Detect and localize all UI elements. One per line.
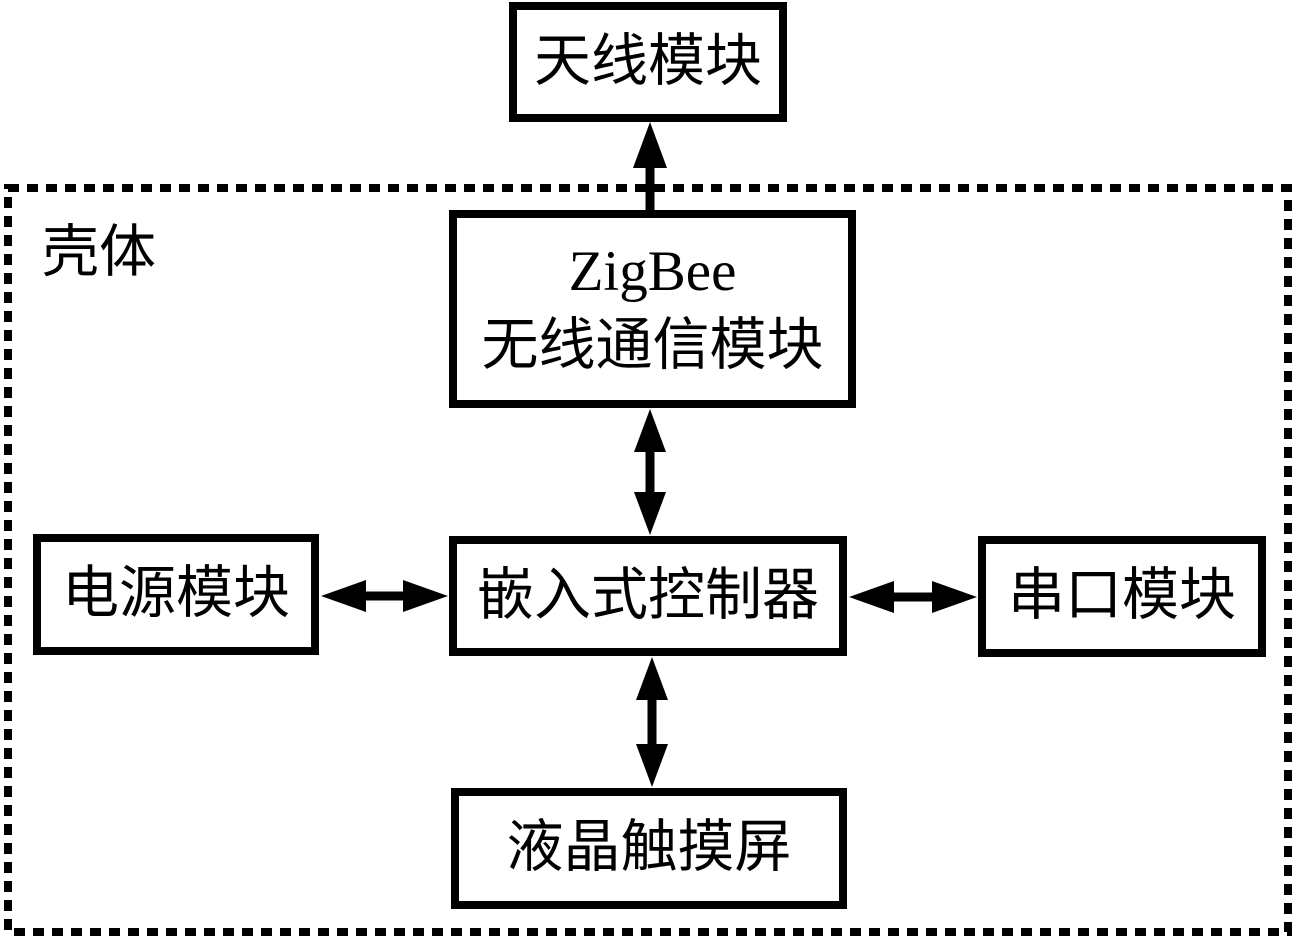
arrow-controller-lcd xyxy=(636,657,668,787)
serial-port-module-label: 串口模块 xyxy=(1008,564,1236,628)
node-zigbee-module: ZigBee 无线通信模块 xyxy=(449,210,856,408)
zigbee-module-label-line1: ZigBee xyxy=(568,239,737,303)
arrow-zigbee-controller xyxy=(634,409,666,535)
zigbee-module-label-line2: 无线通信模块 xyxy=(481,314,824,377)
lcd-touch-screen-label: 液晶触摸屏 xyxy=(506,816,792,880)
power-module-label: 电源模块 xyxy=(62,562,290,626)
node-antenna-module: 天线模块 xyxy=(509,2,787,122)
shell-label: 壳体 xyxy=(42,221,156,284)
arrow-power-controller xyxy=(321,580,448,612)
node-lcd-touch-screen: 液晶触摸屏 xyxy=(451,788,847,909)
node-embedded-controller: 嵌入式控制器 xyxy=(449,536,847,656)
shell-dashed-border xyxy=(4,184,1292,936)
antenna-module-label: 天线模块 xyxy=(534,29,762,93)
embedded-controller-label: 嵌入式控制器 xyxy=(477,563,819,627)
arrow-controller-serial xyxy=(849,581,977,613)
node-serial-port-module: 串口模块 xyxy=(978,536,1266,657)
node-power-module: 电源模块 xyxy=(33,534,319,655)
arrow-zigbee-to-antenna xyxy=(633,122,667,211)
